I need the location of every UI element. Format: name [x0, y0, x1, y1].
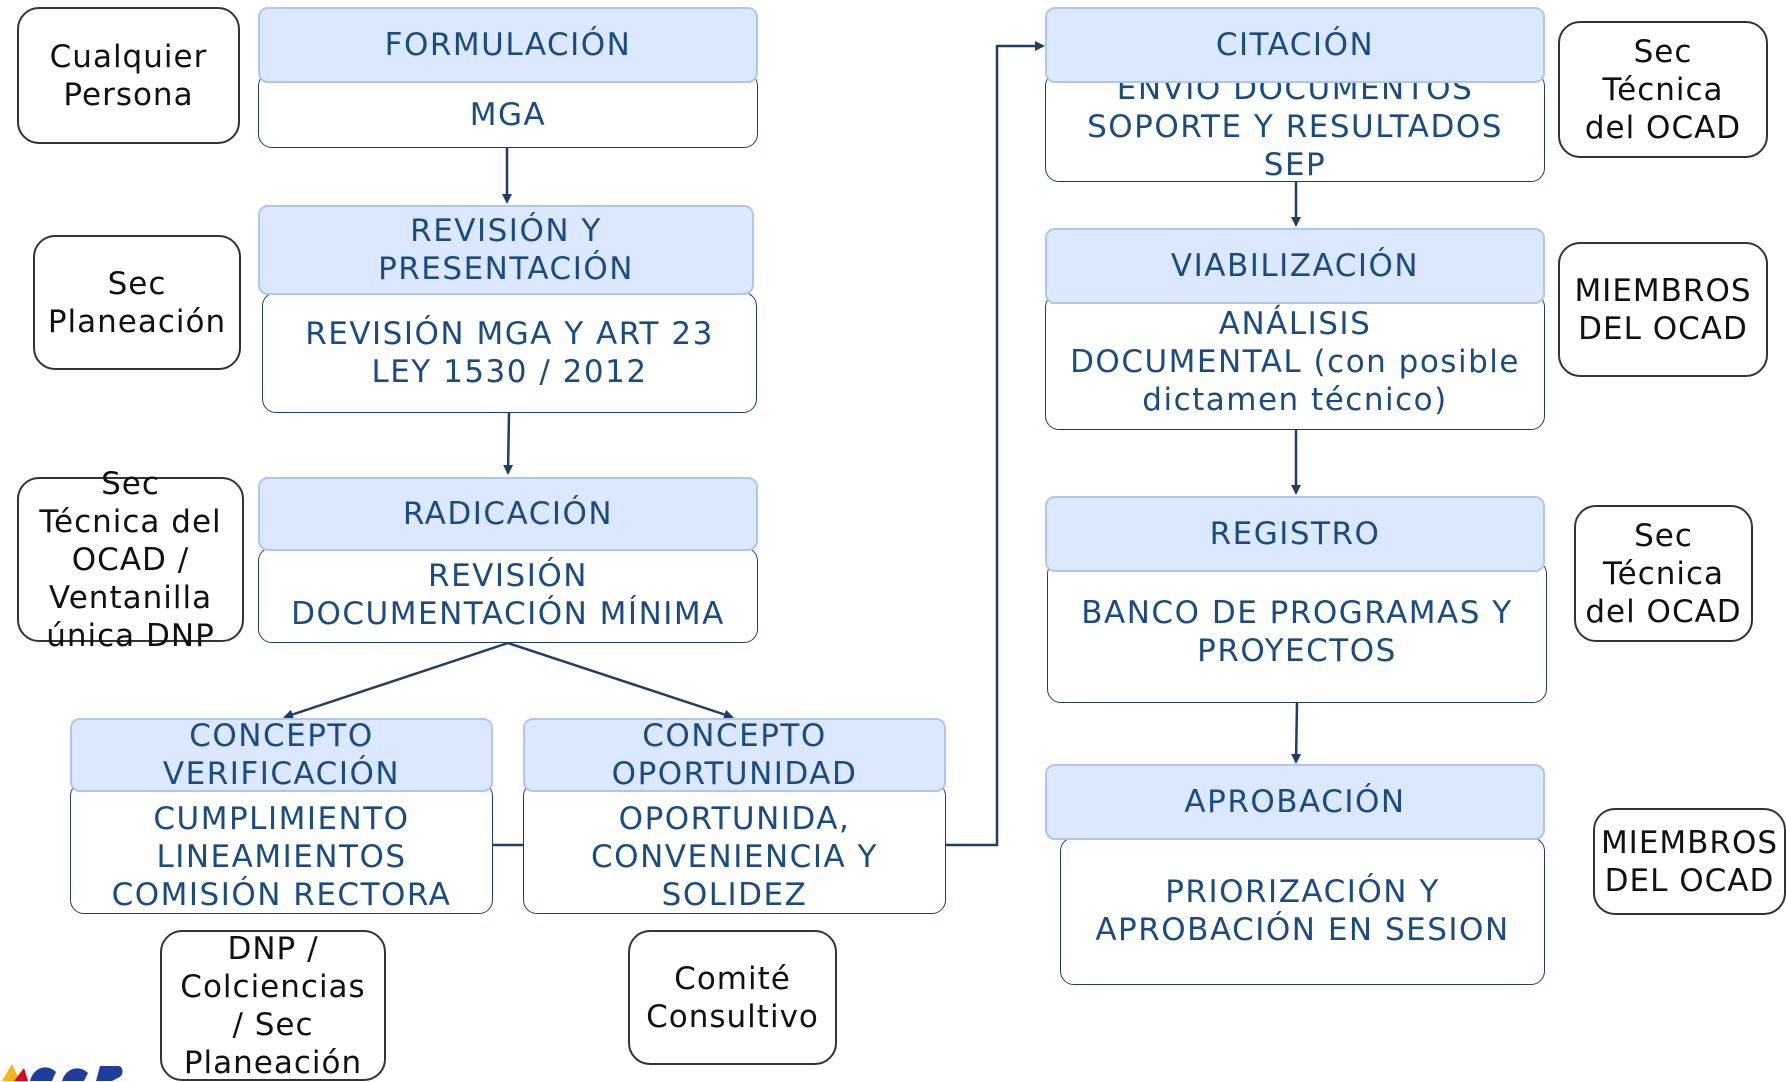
radicacion-header: RADICACIÓN	[258, 477, 758, 551]
arrow-radicacion-to-oportunidad	[507, 641, 734, 720]
radicacion-body: REVISIÓN DOCUMENTACIÓN MÍNIMA	[258, 547, 758, 643]
viabilizacion-actor: MIEMBROS DEL OCAD	[1558, 242, 1768, 377]
revision-body: REVISIÓN MGA Y ART 23 LEY 1530 / 2012	[262, 292, 757, 413]
aprobacion-actor: MIEMBROS DEL OCAD	[1593, 808, 1786, 915]
registro-actor: Sec Técnica del OCAD	[1574, 505, 1753, 642]
viabilizacion-body: ANÁLISIS DOCUMENTAL (con posible dictame…	[1045, 293, 1545, 430]
citacion-body: ENVIO DOCUMENTOS SOPORTE Y RESULTADOS SE…	[1045, 71, 1545, 183]
revision-header: REVISIÓN Y PRESENTACIÓN	[258, 205, 754, 295]
citacion-actor: Sec Técnica del OCAD	[1558, 21, 1768, 158]
radicacion-actor: Sec Técnica del OCAD / Ventanilla única …	[17, 466, 244, 654]
revision-actor: Sec Planeación	[33, 235, 241, 370]
arrow-revision-to-radicacion	[503, 412, 514, 475]
verificacion-header: CONCEPTO VERIFICACIÓN	[70, 718, 493, 792]
formulacion-actor: Cualquier Persona	[17, 7, 240, 144]
formulacion-body: MGA	[258, 72, 758, 148]
aprobacion-header: APROBACIÓN	[1045, 764, 1545, 840]
arrow-registro-to-aprobacion	[1291, 702, 1302, 764]
formulacion-header: FORMULACIÓN	[258, 7, 758, 83]
verificacion-actor: DNP / Colciencias / Sec Planeación	[160, 930, 386, 1081]
aprobacion-body: PRIORIZACIÓN Y APROBACIÓN EN SESION	[1060, 837, 1545, 985]
oportunidad-body: OPORTUNIDA, CONVENIENCIA Y SOLIDEZ	[523, 782, 946, 914]
registro-header: REGISTRO	[1045, 496, 1545, 572]
logo-icon	[2, 1064, 123, 1081]
oportunidad-actor: Comité Consultivo	[628, 930, 837, 1065]
citacion-header: CITACIÓN	[1045, 7, 1545, 83]
arrow-radicacion-to-verificacion	[283, 641, 509, 720]
verificacion-body: CUMPLIMIENTO LINEAMIENTOS COMISIÓN RECTO…	[70, 782, 493, 914]
arrow-oportunidad-to-citacion	[946, 41, 1045, 847]
registro-body: BANCO DE PROGRAMAS Y PROYECTOS	[1047, 560, 1547, 703]
viabilizacion-header: VIABILIZACIÓN	[1045, 228, 1545, 304]
oportunidad-header: CONCEPTO OPORTUNIDAD	[523, 718, 946, 792]
